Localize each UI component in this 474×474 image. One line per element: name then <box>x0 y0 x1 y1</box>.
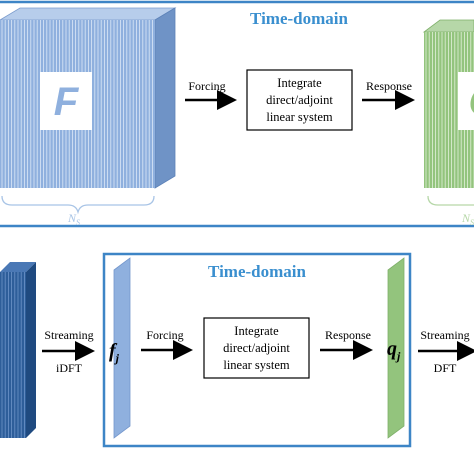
left-brace-label: NS <box>67 211 80 227</box>
forcing-matrix-label: F <box>54 80 80 124</box>
bottom-left-spectral-stack <box>0 262 36 438</box>
forcing-matrix-stack: F <box>0 7 177 189</box>
response-matrix-stack: Q <box>422 19 474 188</box>
top-panel-title: Time-domain <box>250 9 348 28</box>
response-matrix-label-box <box>458 72 474 130</box>
top-panel-frame <box>0 0 474 228</box>
bottom-panel-frame <box>102 252 412 448</box>
streaming-idft-line-1: Streaming <box>44 328 93 342</box>
top-response-arrow-label: Response <box>366 79 412 93</box>
streaming-idft-line-2: iDFT <box>56 361 83 375</box>
response-vector-label: qj <box>387 338 401 363</box>
streaming-dft-line-1: Streaming <box>420 328 469 342</box>
response-vector-slab <box>387 257 405 439</box>
right-brace <box>427 195 474 206</box>
left-brace <box>1 195 155 215</box>
bottom-system-line-1: Integrate <box>234 324 279 338</box>
streaming-dft-line-2: DFT <box>434 361 457 375</box>
forcing-vector-slab <box>113 257 131 439</box>
bottom-forcing-arrow-label: Forcing <box>146 328 183 342</box>
forcing-vector-label: fj <box>109 340 120 365</box>
right-brace-label: NS <box>461 211 474 227</box>
top-system-line-2: direct/adjoint <box>266 93 333 107</box>
top-forcing-arrow-label: Forcing <box>188 79 225 93</box>
bottom-response-arrow-label: Response <box>325 328 371 342</box>
bottom-system-line-3: linear system <box>223 358 290 372</box>
bottom-panel-title: Time-domain <box>208 262 306 281</box>
top-system-line-1: Integrate <box>277 76 322 90</box>
bottom-left-stack-face <box>0 272 26 438</box>
top-system-box <box>246 69 353 131</box>
bottom-system-line-2: direct/adjoint <box>223 341 290 355</box>
response-matrix-label: Q <box>468 80 474 124</box>
bottom-system-box <box>203 317 310 379</box>
forcing-matrix-label-box <box>40 72 92 130</box>
top-system-line-3: linear system <box>266 110 333 124</box>
